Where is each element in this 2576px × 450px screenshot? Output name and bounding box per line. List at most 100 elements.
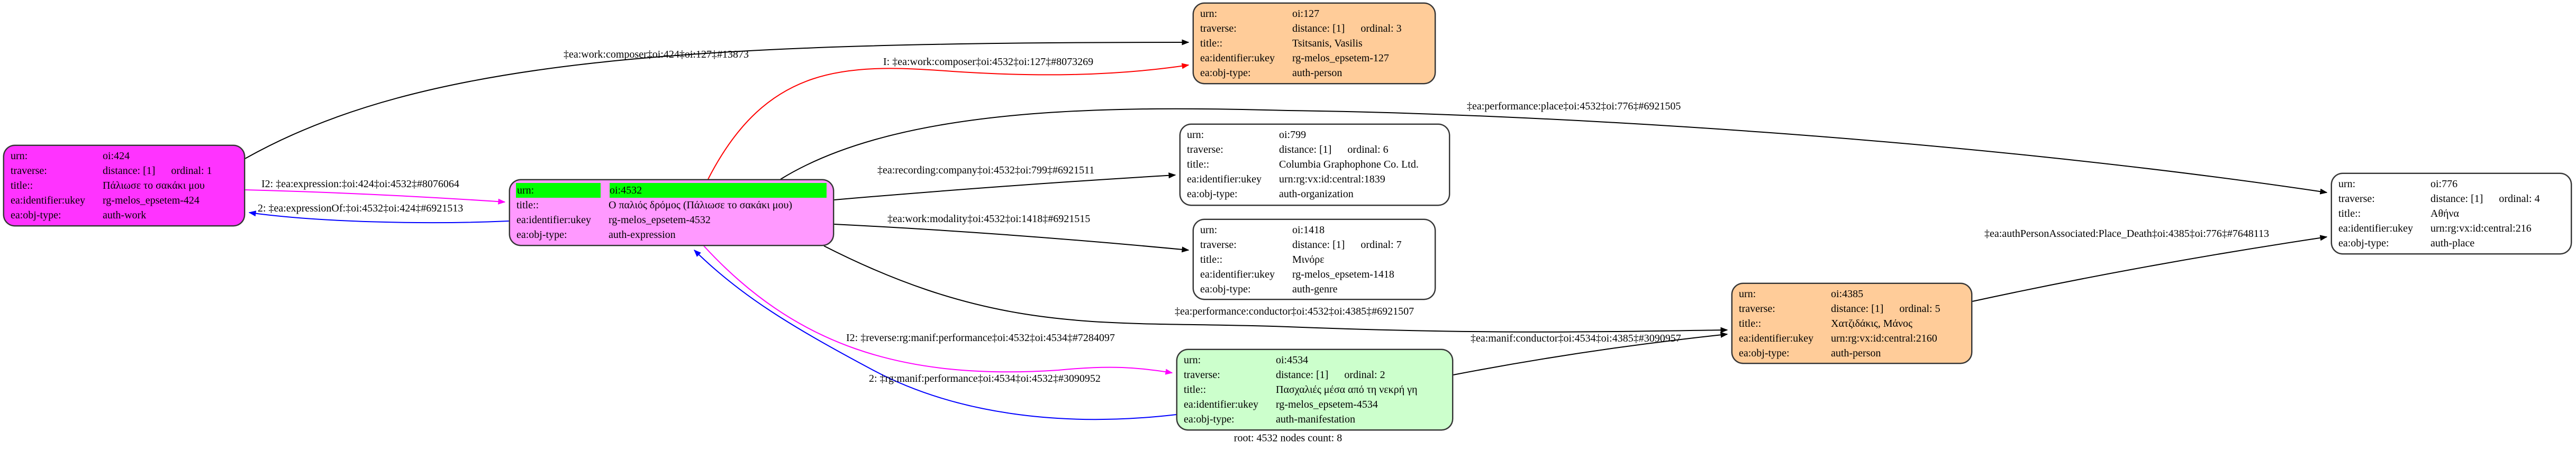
field-value-text: distance: [1] [2430, 193, 2483, 205]
field-label: title:: [1739, 318, 1762, 329]
edge-4532-to-799 [833, 172, 1176, 200]
field-value-text: auth-organization [1279, 188, 1354, 200]
ordinal-value: ordinal: 3 [1360, 23, 1402, 34]
field-value-text: distance: [1] [103, 165, 156, 177]
field-value-text: rg-melos_epsetem-4532 [609, 214, 711, 226]
field-value: auth-work [103, 208, 146, 223]
node-field-row: ea:identifier:ukey urn:rg:vx:id:central:2… [2332, 221, 2571, 236]
field-value-text: oi:1418 [1292, 224, 1325, 236]
field-label: urn: [1200, 8, 1218, 20]
field-value: oi:4385 [1831, 287, 1863, 301]
field-value-text: rg-melos_epsetem-424 [103, 195, 199, 206]
field-value: rg-melos_epsetem-127 [1292, 51, 1389, 66]
field-value: rg-melos_epsetem-4532 [609, 213, 711, 227]
field-label: traverse: [2338, 193, 2375, 205]
field-value: distance: [1]ordinal: 7 [1292, 237, 1402, 252]
field-value: urn:rg:vx:id:central:216 [2430, 221, 2532, 236]
field-value-text: Πασχαλιές μέσα από τη νεκρή γη [1276, 384, 1418, 396]
field-value-text: auth-place [2430, 237, 2475, 249]
field-label: traverse: [11, 165, 47, 177]
field-value-text: oi:776 [2430, 178, 2458, 190]
field-value: urn:rg:vx:id:central:2160 [1831, 331, 1937, 346]
field-label: urn: [2338, 178, 2356, 190]
field-label: ea:identifier:ukey [1184, 399, 1259, 410]
field-label: ea:obj-type: [516, 229, 567, 241]
field-label: urn: [1187, 129, 1204, 141]
field-value-text: oi:424 [103, 150, 130, 162]
field-value: distance: [1]ordinal: 5 [1831, 301, 1940, 316]
node-field-row: urn:oi:1418 [1194, 223, 1435, 237]
field-label: ea:identifier:ukey [1200, 269, 1275, 280]
edge-4534-to-4532 [694, 250, 1177, 420]
field-value: oi:4534 [1276, 353, 1308, 368]
field-label: title:: [1187, 159, 1210, 170]
field-label: ea:identifier:ukey [11, 195, 86, 206]
node-field-row: urn:oi:4532 [510, 183, 833, 198]
field-value: rg-melos_epsetem-1418 [1292, 267, 1394, 282]
node-field-row: traverse:distance: [1]ordinal: 1 [4, 163, 244, 178]
edge-label: ‡ea:authPersonAssociated:Place_Death‡oi:… [1984, 228, 2270, 240]
edge-4532-to-424 [248, 210, 510, 224]
edge-label: I2: ‡ea:expression:‡oi:424‡oi:4532‡#8076… [261, 178, 459, 190]
node-field-row: urn: oi:776 [2332, 177, 2571, 191]
edge-label: ‡ea:work:modality‡oi:4532‡oi:1418‡#69215… [887, 213, 1091, 225]
edge-label: I2: ‡reverse:rg:manif:performance‡oi:453… [846, 332, 1115, 344]
field-value: Tsitsanis, Vasilis [1292, 36, 1363, 51]
field-value-text: oi:799 [1279, 129, 1307, 141]
field-label: ea:identifier:ukey [2338, 223, 2414, 234]
field-value: oi:799 [1279, 127, 1306, 142]
field-value-text: distance: [1] [1292, 23, 1345, 34]
field-label: title:: [11, 180, 33, 191]
node-field-row: title::Αθήνα [2332, 206, 2571, 221]
field-value-text: oi:4532 [610, 185, 642, 196]
node-field-row: ea:obj-type:auth-genre [1194, 282, 1435, 297]
node-field-row: ea:obj-type: auth-organization [1181, 187, 1449, 201]
field-label: title:: [1200, 254, 1223, 265]
node-127[interactable]: urn:oi:127 traverse: distance: [1] ordinal:… [1193, 3, 1436, 84]
node-field-row: traverse:distance: [1]ordinal: 2 [1177, 368, 1452, 382]
field-label: ea:obj-type: [2338, 237, 2389, 249]
field-label: ea:obj-type: [1200, 67, 1251, 79]
edge-label: 2: ‡ea:expressionOf:‡oi:4532‡oi:424‡#692… [258, 203, 464, 214]
node-field-row: urn: oi:4385 [1733, 287, 1971, 301]
field-label: ea:obj-type: [1200, 283, 1251, 295]
node-776[interactable]: urn: oi:776 traverse: distance: [1] ordinal:… [2331, 173, 2572, 254]
field-value: Χατζιδάκις, Μάνος [1831, 316, 1912, 331]
field-value-text: rg-melos_epsetem-4534 [1276, 399, 1378, 410]
field-label: ea:obj-type: [1739, 347, 1790, 359]
field-value-text: rg-melos_epsetem-127 [1292, 52, 1389, 64]
node-1418[interactable]: urn:oi:1418 traverse: distance: [1]ordinal… [1193, 219, 1436, 300]
field-label: ea:obj-type: [1187, 188, 1238, 200]
ordinal-value: ordinal: 4 [2499, 193, 2540, 205]
graph-footer: root: 4532 nodes count: 8 [1233, 432, 1343, 444]
node-field-row: urn:oi:127 [1194, 6, 1435, 21]
edge-424-to-4532 [244, 189, 506, 205]
field-value-text: oi:4534 [1276, 354, 1309, 366]
node-field-row: title::Tsitsanis, Vasilis [1194, 36, 1435, 51]
field-value: distance: [1] ordinal: 4 [2430, 191, 2540, 206]
field-label: title:: [516, 199, 539, 211]
field-label: traverse: [1200, 23, 1237, 34]
field-value-text: urn:rg:vx:id:central:216 [2430, 223, 2532, 234]
node-field-row: ea:identifier:ukey rg-melos_epsetem-424 [4, 193, 244, 208]
field-value-text: oi:4385 [1831, 288, 1864, 300]
node-field-row: urn:oi:4534 [1177, 353, 1452, 368]
edge-label: I: ‡ea:work:composer‡oi:4532‡oi:127‡#807… [883, 56, 1094, 68]
field-value: auth-organization [1279, 187, 1354, 201]
edge-424-to-127 [244, 39, 1190, 159]
field-value: auth-person [1831, 346, 1881, 361]
field-value: distance: [1]ordinal: 2 [1276, 368, 1385, 382]
field-value: oi:424 [103, 149, 130, 163]
field-value-text: distance: [1] [1276, 369, 1329, 381]
field-value: auth-manifestation [1276, 412, 1355, 427]
node-field-row: ea:obj-type:auth-work [4, 208, 244, 223]
field-value: auth-expression [609, 227, 676, 242]
field-label: traverse: [1200, 239, 1237, 251]
field-label: urn: [1739, 288, 1756, 300]
